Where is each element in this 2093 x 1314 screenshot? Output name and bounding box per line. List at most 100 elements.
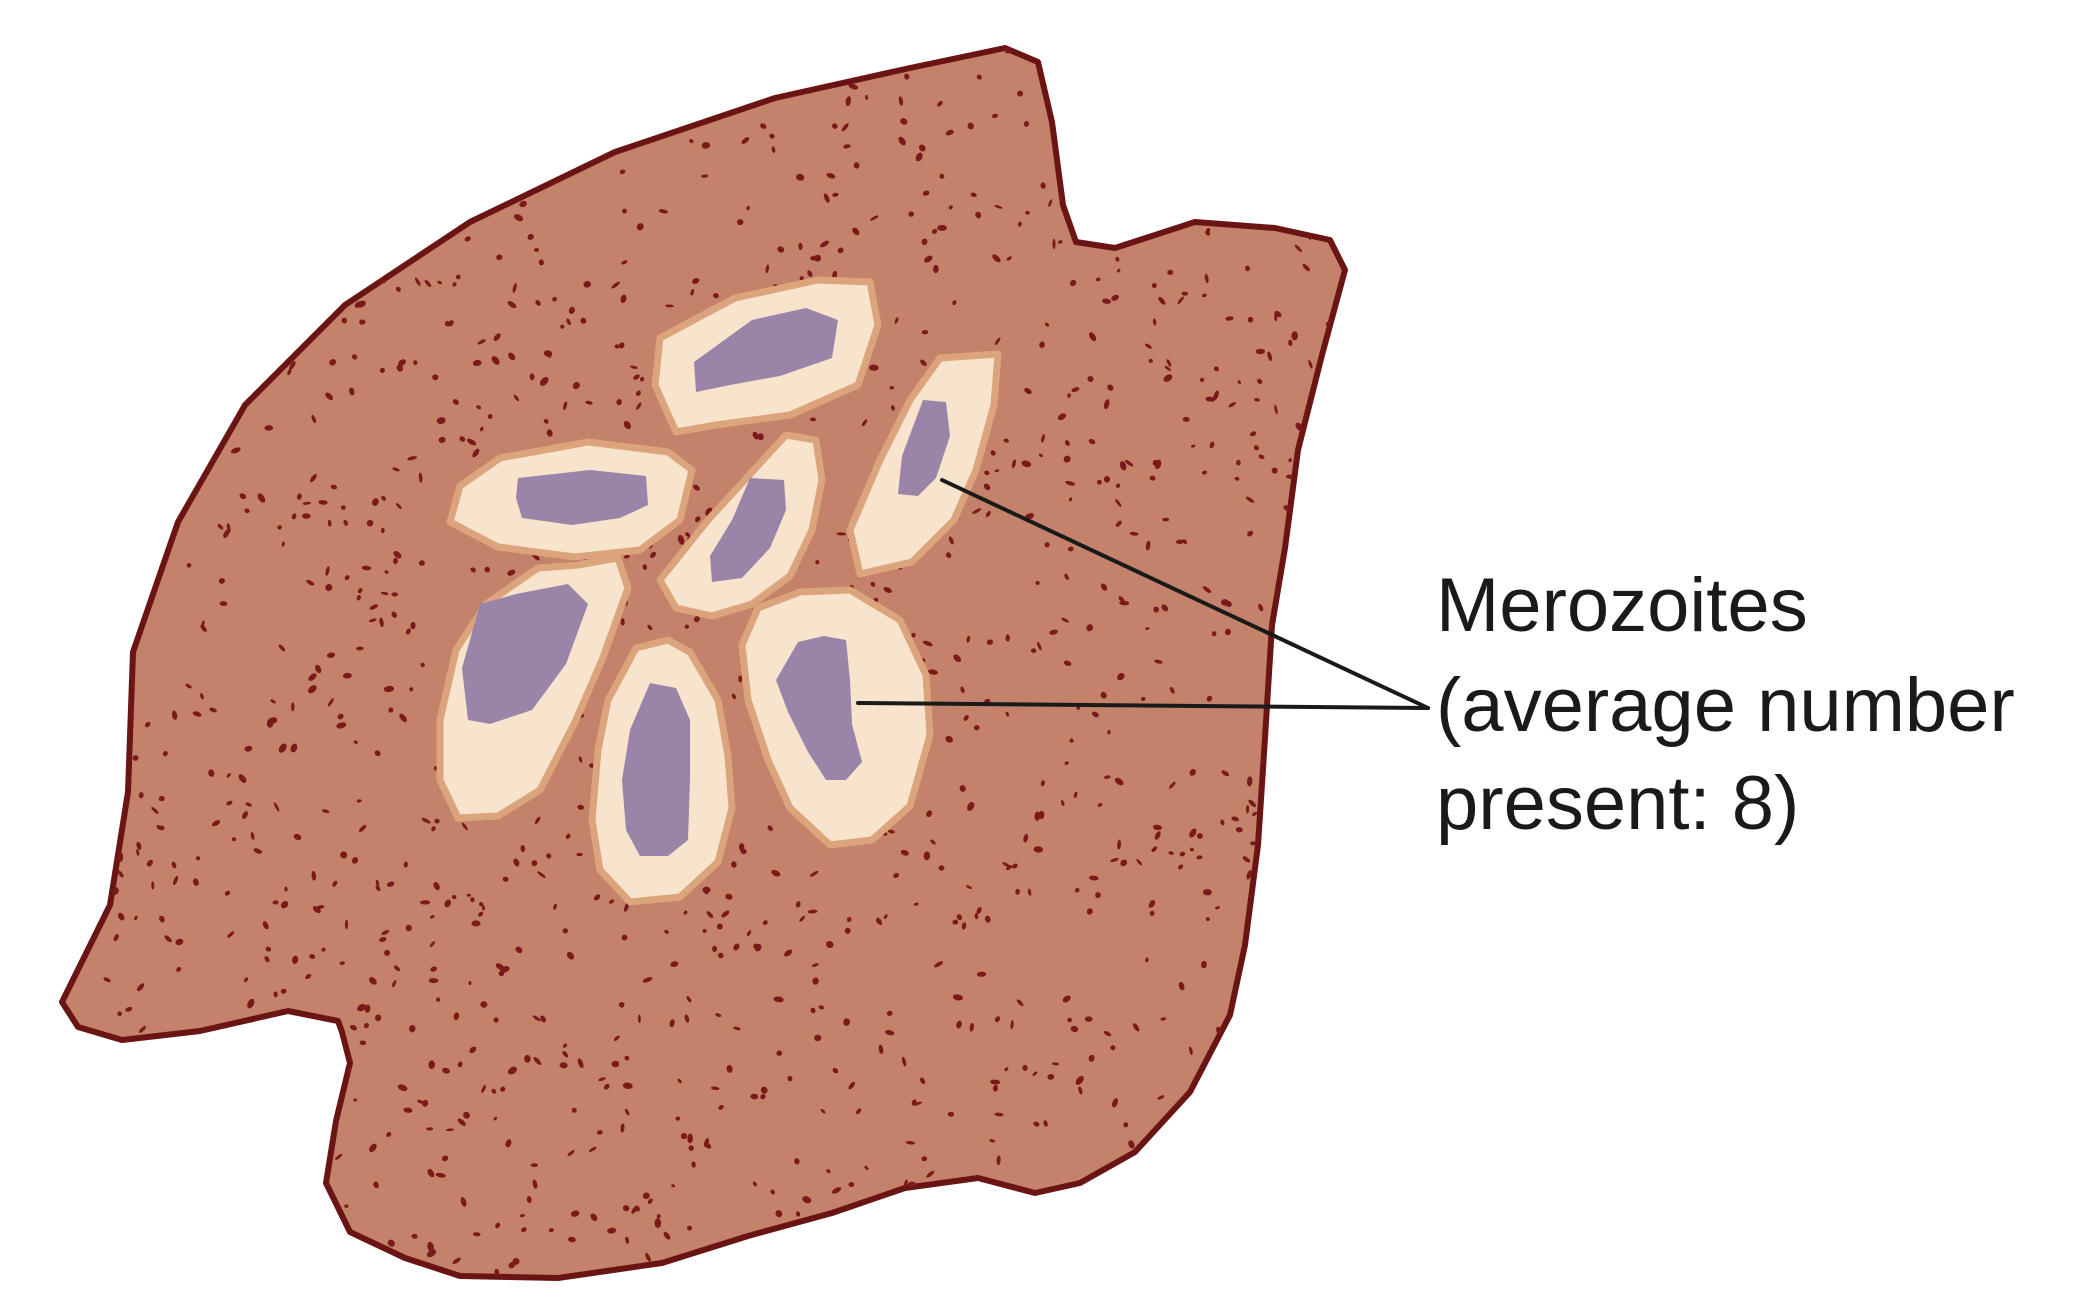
granule-dot — [832, 123, 838, 129]
granule-dot — [663, 1231, 671, 1240]
granule-dot — [409, 687, 414, 692]
granule-dot — [168, 390, 177, 397]
granule-dot — [1329, 1135, 1339, 1143]
granule-dot — [375, 885, 381, 892]
granule-dot — [226, 1132, 234, 1139]
granule-dot — [742, 60, 747, 65]
granule-dot — [689, 139, 694, 144]
granule-dot — [1019, 1239, 1027, 1248]
granule-dot — [1186, 148, 1192, 154]
granule-dot — [1107, 730, 1111, 735]
granule-dot — [72, 324, 77, 328]
granule-dot — [326, 652, 336, 659]
granule-dot — [414, 277, 421, 286]
granule-dot — [815, 560, 820, 565]
granule-dot — [392, 467, 400, 472]
granule-dot — [702, 886, 711, 893]
granule-dot — [330, 484, 338, 490]
granule-dot — [226, 800, 233, 806]
granule-dot — [642, 1192, 650, 1200]
granule-dot — [933, 264, 939, 274]
granule-dot — [771, 146, 776, 153]
granule-dot — [622, 1205, 630, 1212]
granule-dot — [321, 947, 326, 952]
granule-dot — [547, 350, 552, 358]
granule-dot — [578, 756, 583, 763]
granule-dot — [115, 1158, 121, 1164]
granule-dot — [398, 359, 406, 367]
granule-dot — [70, 690, 76, 697]
merozoites-label-line-1: Merozoites — [1436, 563, 1808, 648]
granule-dot — [1324, 392, 1330, 399]
granule-dot — [1086, 624, 1094, 632]
granule-dot — [1204, 273, 1209, 284]
granule-dot — [818, 1005, 825, 1010]
granule-dot — [481, 1085, 486, 1093]
granule-dot — [841, 123, 849, 132]
granule-dot — [100, 880, 110, 886]
granule-dot — [88, 618, 96, 625]
granule-dot — [828, 74, 835, 80]
granule-dot — [1219, 1214, 1227, 1224]
granule-dot — [577, 1058, 584, 1069]
granule-dot — [223, 529, 230, 539]
granule-dot — [1302, 1071, 1308, 1077]
granule-dot — [103, 844, 112, 854]
granule-dot — [77, 189, 86, 197]
granule-dot — [712, 945, 718, 952]
granule-dot — [1293, 1069, 1299, 1078]
granule-dot — [232, 1054, 239, 1060]
granule-dot — [311, 1101, 318, 1107]
granule-dot — [1119, 600, 1130, 606]
granule-dot — [1003, 438, 1009, 443]
granule-dot — [1325, 932, 1335, 939]
granule-dot — [1245, 265, 1250, 272]
granule-dot — [249, 1110, 255, 1120]
granule-dot — [1252, 1063, 1257, 1069]
granule-dot — [1283, 505, 1292, 512]
granule-dot — [1140, 137, 1147, 143]
granule-dot — [239, 493, 247, 500]
granule-dot — [467, 172, 473, 180]
granule-dot — [67, 821, 72, 832]
granule-dot — [907, 1181, 917, 1189]
granule-dot — [1275, 136, 1281, 141]
granule-dot — [281, 541, 285, 547]
granule-dot — [1005, 711, 1010, 717]
granule-dot — [515, 111, 519, 122]
merozoite — [846, 350, 1002, 578]
granule-dot — [1279, 737, 1284, 742]
granule-dot — [1067, 393, 1071, 398]
granule-dot — [826, 173, 836, 179]
granule-dot — [1034, 811, 1041, 821]
granule-dot — [989, 1139, 996, 1143]
granule-dot — [163, 1216, 168, 1221]
granule-dot — [1181, 291, 1189, 296]
granule-dot — [62, 812, 68, 818]
granule-dot — [465, 69, 469, 76]
granule-dot — [887, 829, 895, 834]
granule-dot — [1176, 1182, 1184, 1188]
granule-dot — [1049, 72, 1057, 79]
granule-dot — [85, 381, 92, 388]
granule-dot — [132, 1124, 139, 1132]
granule-dot — [810, 1007, 816, 1014]
granule-dot — [369, 1143, 377, 1153]
granule-dot — [283, 231, 288, 238]
granule-dot — [901, 1056, 907, 1067]
granule-dot — [341, 317, 348, 324]
granule-dot — [410, 222, 418, 228]
granule-dot — [843, 144, 851, 149]
granule-dot — [121, 1096, 128, 1105]
granule-dot — [175, 938, 184, 946]
granule-dot — [460, 1197, 467, 1207]
granule-dot — [562, 1043, 568, 1048]
granule-dot — [669, 1019, 675, 1028]
granule-dot — [1254, 398, 1260, 402]
granule-dot — [1097, 803, 1103, 807]
granule-dot — [1267, 1252, 1272, 1258]
granule-dot — [79, 665, 86, 673]
granule-dot — [1189, 769, 1196, 776]
granule-dot — [1292, 1066, 1298, 1073]
